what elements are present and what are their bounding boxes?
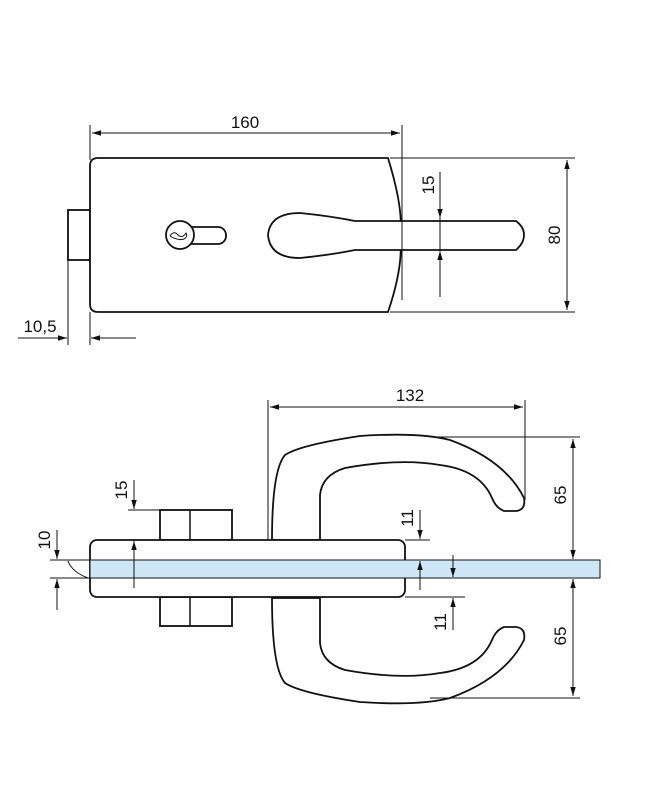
upper-handle	[271, 433, 526, 541]
dimension-15-block: 15	[112, 480, 160, 588]
dimension-label: 160	[231, 113, 259, 132]
side-view: 132 65 65 15 10 11	[35, 386, 601, 705]
dimension-label: 11	[398, 509, 417, 527]
dimension-10-glass: 10	[35, 530, 90, 610]
dimension-label: 10	[35, 531, 54, 550]
dimension-label: 10,5	[23, 317, 56, 336]
dimension-11-upper: 11	[398, 509, 430, 590]
top-view: 160 80 15 10,5	[18, 113, 575, 345]
dimension-label: 11	[431, 613, 450, 631]
dimension-160: 160	[89, 113, 403, 300]
lever-handle	[267, 212, 525, 259]
upper-block	[159, 509, 233, 541]
dimension-65-upper: 65	[430, 436, 580, 559]
lock-tab	[67, 209, 91, 261]
dimension-label: 15	[112, 481, 131, 500]
lower-block	[159, 596, 233, 627]
lower-handle	[271, 597, 526, 705]
dimension-10-5: 10,5	[18, 260, 136, 345]
dimension-11-lower: 11	[405, 555, 465, 631]
dimension-label: 80	[545, 226, 564, 245]
dimension-132: 132	[267, 386, 526, 540]
lock-plate	[89, 157, 402, 313]
dimension-label: 15	[419, 176, 438, 195]
dimension-label: 65	[551, 627, 570, 646]
keyhole-icon	[165, 220, 227, 250]
dimension-15-handle: 15	[419, 172, 443, 297]
dimension-label: 132	[396, 386, 424, 405]
dimension-65-lower: 65	[430, 579, 580, 699]
dimension-label: 65	[551, 486, 570, 505]
dimension-80: 80	[390, 157, 575, 313]
glass-pane	[89, 559, 601, 579]
